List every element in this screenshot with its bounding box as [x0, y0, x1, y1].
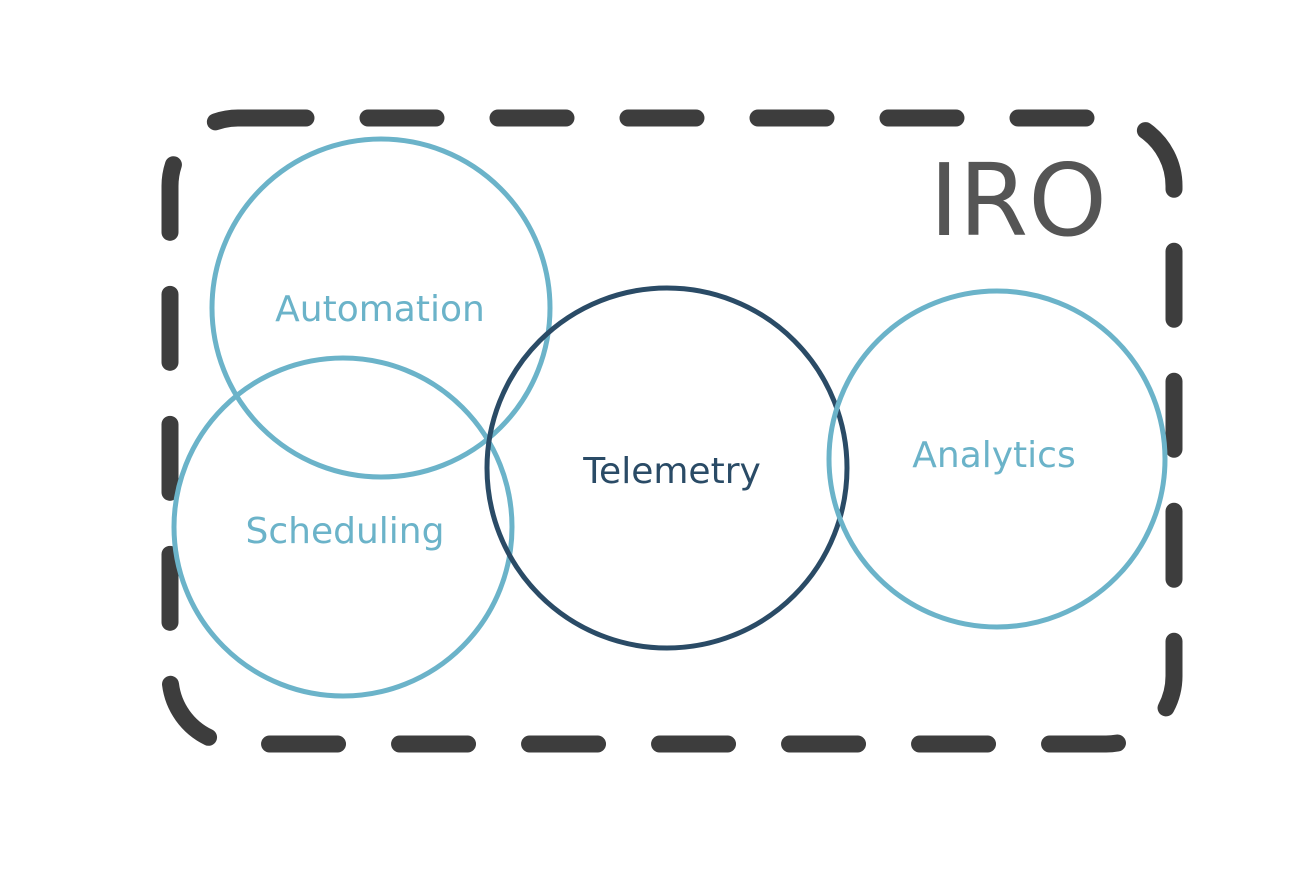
scheduling-circle [171, 355, 515, 699]
telemetry-label: Telemetry [582, 451, 761, 492]
automation-label: Automation [275, 289, 485, 330]
telemetry-circle [484, 285, 850, 651]
boundary-box [161, 109, 1183, 753]
scheduling-label: Scheduling [246, 511, 445, 552]
automation-circle [209, 136, 553, 480]
analytics-label: Analytics [912, 435, 1075, 476]
analytics-circle [826, 288, 1168, 630]
group-label: IRO [929, 142, 1107, 259]
